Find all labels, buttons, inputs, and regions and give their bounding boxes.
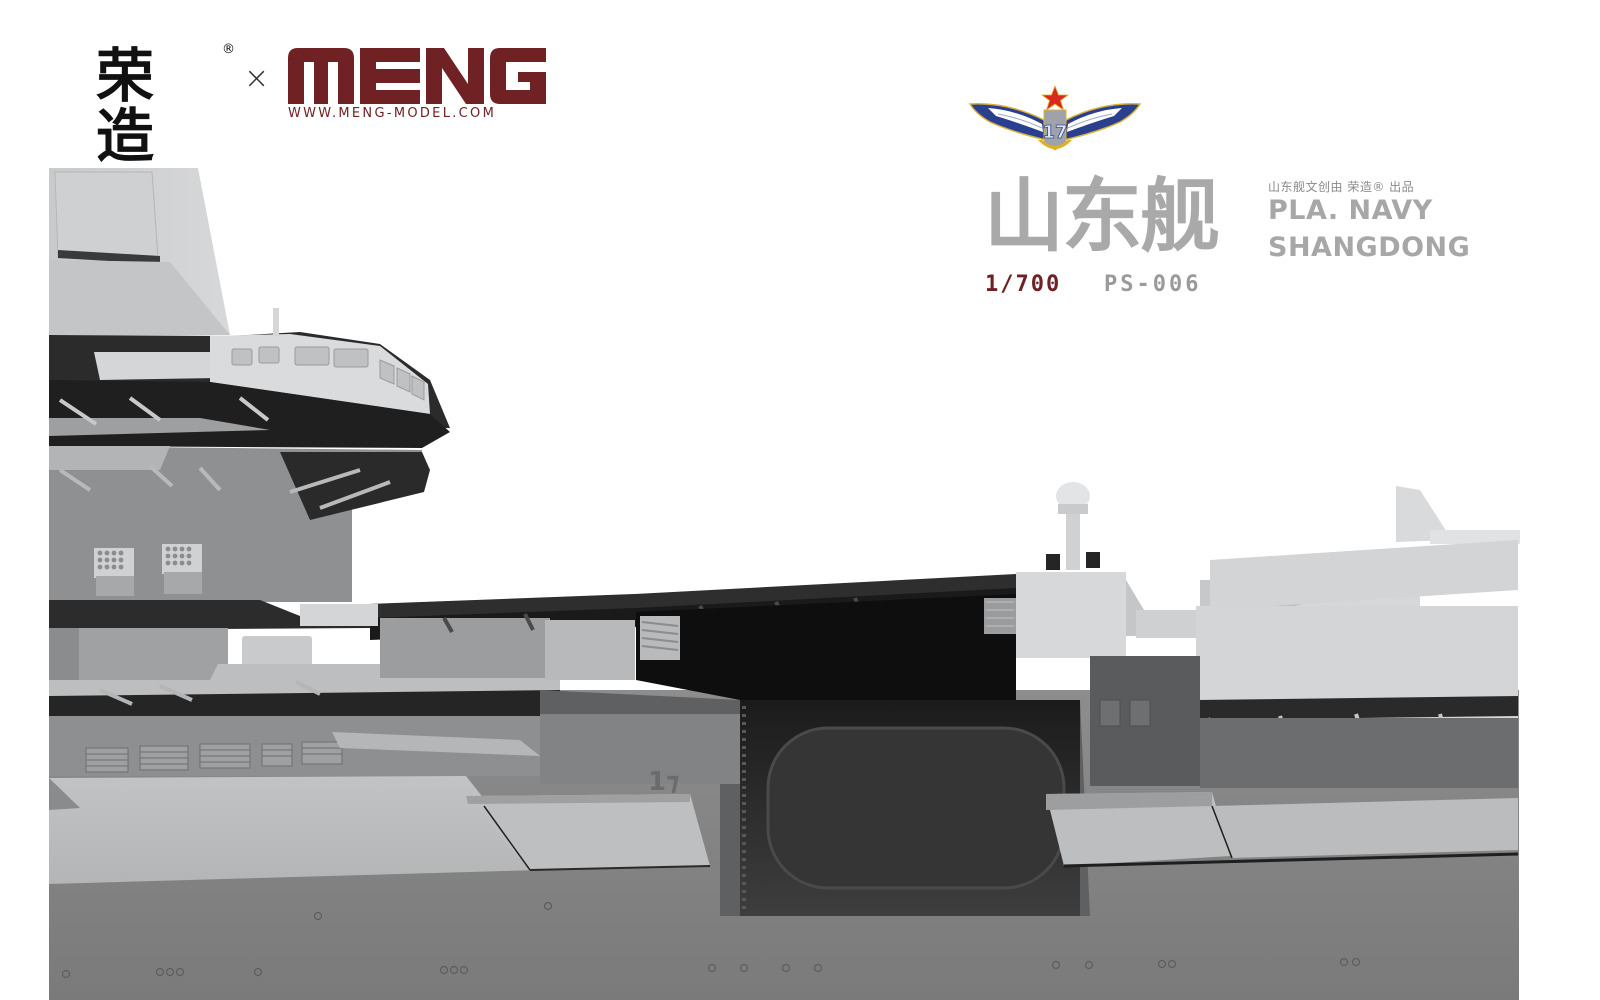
model-scale: 1/700 — [985, 272, 1062, 297]
product-title-cn: 山东舰 — [984, 170, 1220, 263]
product-tagline: 山东舰文创由 荣造® 出品 — [1268, 180, 1415, 194]
launcher-right — [162, 544, 202, 594]
product-code: PS-006 — [1104, 272, 1202, 297]
website-url: WWW.MENG-MODEL.COM — [288, 106, 497, 121]
sponson-right-a — [1046, 792, 1230, 866]
hangar-opening — [636, 594, 1016, 700]
badge-number: 17 — [1042, 122, 1067, 143]
partner-logo-text: 荣造 — [96, 42, 157, 170]
sponson-mid — [466, 794, 710, 870]
sponson-right-b — [1212, 798, 1518, 858]
title-en-line2: SHANGDONG — [1268, 232, 1471, 263]
lower-launcher — [242, 636, 312, 666]
sponson-left — [49, 776, 540, 884]
stern-mast — [1396, 486, 1452, 542]
product-title-en: PLA. NAVY SHANGDONG — [1268, 192, 1470, 266]
collab-separator: × — [244, 61, 270, 96]
deck-block — [1016, 572, 1126, 658]
hull-number-partial: 1⁊ — [648, 767, 679, 797]
portholes — [61, 901, 1361, 979]
title-en-line1: PLA. NAVY — [1268, 195, 1433, 226]
flight-deck-edge — [368, 574, 1016, 620]
registered-mark: ® — [222, 42, 235, 57]
hangar-door — [766, 726, 1066, 890]
wings-badge-icon: 17 — [968, 84, 1142, 151]
meng-logo-icon — [288, 48, 546, 104]
